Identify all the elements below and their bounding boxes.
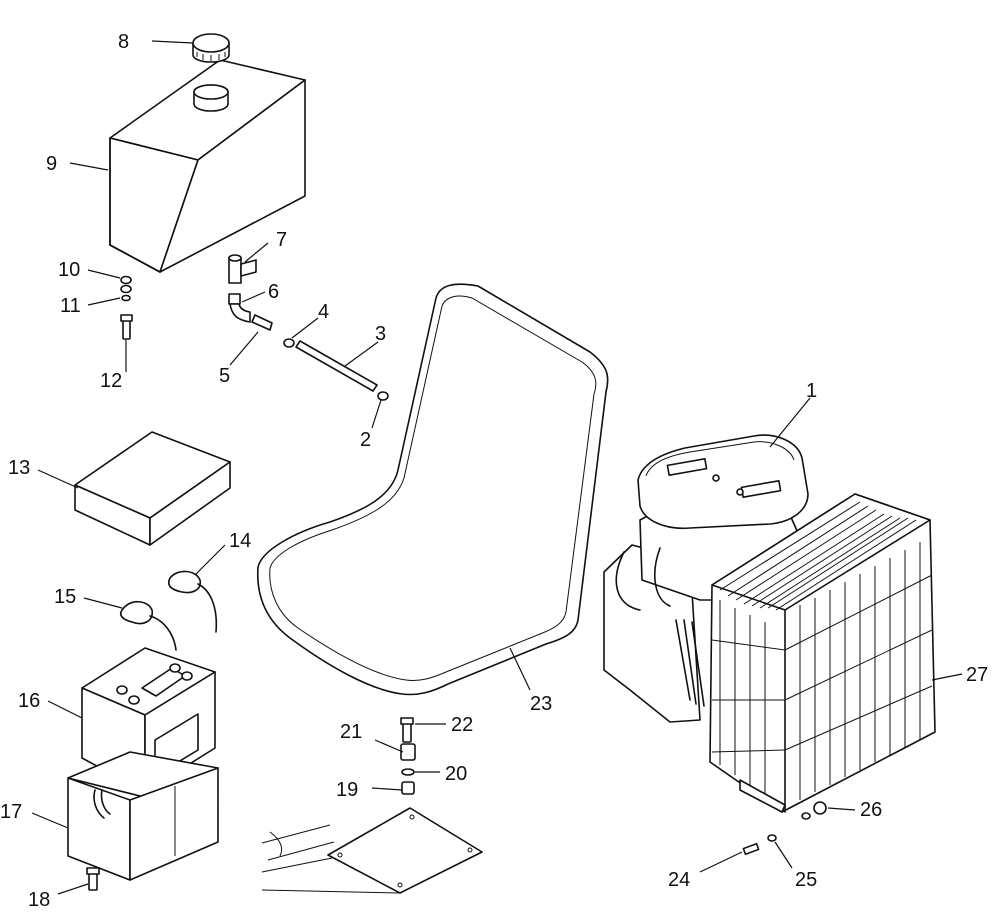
callout-27: 27 — [966, 664, 988, 686]
fuel-cap — [192, 33, 230, 63]
callout-17: 17 — [0, 801, 22, 823]
hardware-10-11-12 — [120, 275, 133, 340]
battery-pad — [74, 431, 231, 546]
callout-4: 4 — [318, 301, 329, 323]
callout-14: 14 — [229, 530, 251, 552]
callout-13: 13 — [8, 457, 30, 479]
callout-1: 1 — [806, 380, 817, 402]
callout-2: 2 — [360, 429, 371, 451]
fuel-tank — [109, 59, 306, 273]
callout-25: 25 — [795, 869, 817, 891]
callout-labels: 1 2 3 4 5 6 7 8 9 10 11 12 13 14 15 16 1… — [0, 31, 988, 911]
callout-16: 16 — [18, 690, 40, 712]
callout-21: 21 — [340, 721, 362, 743]
seat-hardware — [400, 717, 416, 795]
fuel-fittings — [228, 254, 389, 401]
callout-15: 15 — [54, 586, 76, 608]
seat-plate — [261, 807, 483, 894]
callout-22: 22 — [451, 714, 473, 736]
callout-5: 5 — [219, 365, 230, 387]
callout-11: 11 — [60, 295, 81, 317]
callout-9: 9 — [46, 153, 57, 175]
callout-23: 23 — [530, 693, 552, 715]
callout-18: 18 — [28, 889, 50, 911]
callout-19: 19 — [336, 779, 358, 801]
callout-3: 3 — [375, 323, 386, 345]
callout-6: 6 — [268, 281, 279, 303]
callout-12: 12 — [100, 370, 122, 392]
bolt-18 — [86, 867, 100, 891]
leader-lines — [31, 40, 963, 895]
callout-24: 24 — [668, 869, 690, 891]
callout-26: 26 — [860, 799, 882, 821]
callout-10: 10 — [58, 259, 80, 281]
callout-8: 8 — [118, 31, 129, 53]
callout-7: 7 — [276, 229, 287, 251]
engine-assembly — [603, 434, 936, 856]
battery-box — [67, 751, 219, 881]
seat — [256, 283, 609, 696]
battery-cables — [119, 570, 218, 651]
callout-20: 20 — [445, 763, 467, 785]
